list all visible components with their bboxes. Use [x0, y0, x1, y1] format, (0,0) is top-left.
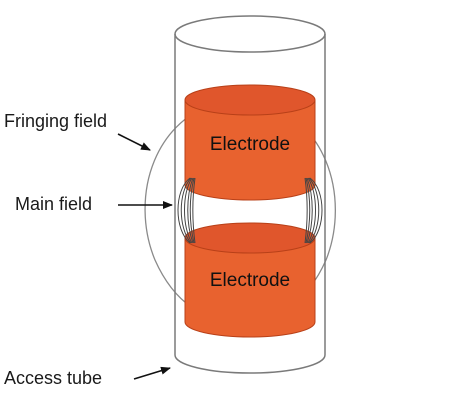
access-tube-bottom-rim — [174, 354, 326, 374]
fringing-field-arrow — [117, 133, 151, 151]
access-tube-label: Access tube — [4, 368, 102, 388]
main-field-label: Main field — [15, 194, 92, 214]
electrode-lower: Electrode — [184, 222, 316, 338]
electrode-upper-label: Electrode — [210, 134, 290, 155]
fringing-field-label: Fringing field — [4, 111, 107, 131]
electrode-lower-label: Electrode — [210, 270, 290, 291]
electrode-upper: Electrode — [184, 84, 316, 201]
access-tube-top-rim — [174, 15, 326, 53]
main-field-lines-right — [304, 177, 323, 244]
main-field-lines-left — [177, 177, 196, 244]
access-tube-arrow — [133, 366, 171, 380]
